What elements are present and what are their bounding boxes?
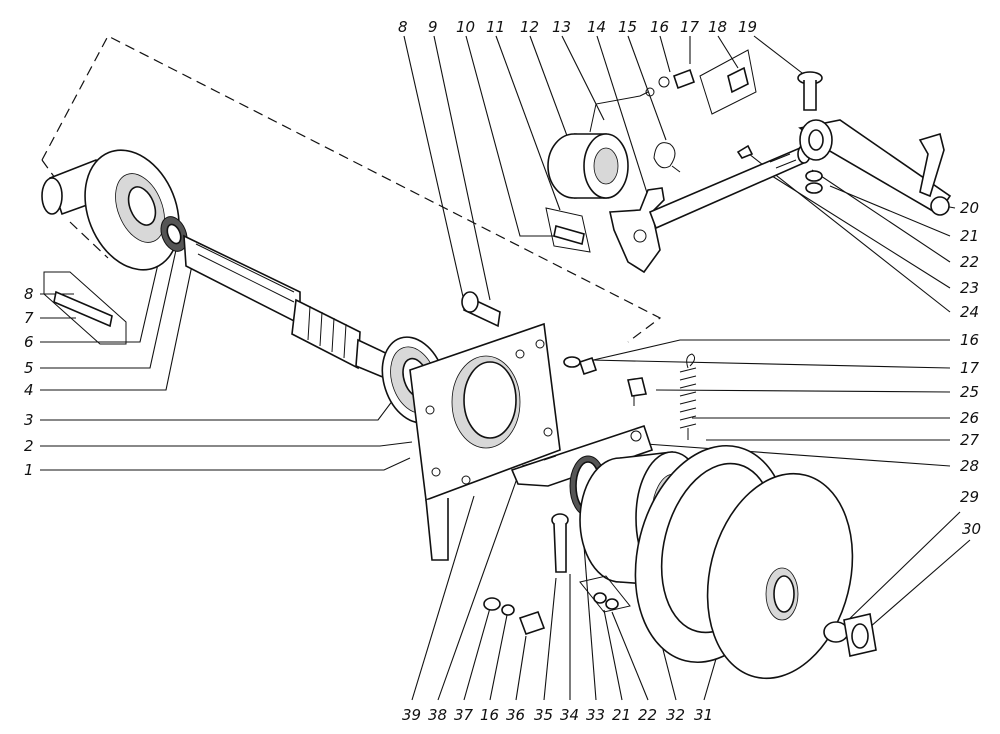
callout-label: 20 <box>960 199 979 217</box>
callout-label: 30 <box>962 520 981 538</box>
callout-label: 36 <box>506 706 525 724</box>
callout-label: 11 <box>486 18 505 36</box>
callout-label: 8 <box>398 18 408 36</box>
bottom-fasteners <box>483 513 631 636</box>
callout-label: 4 <box>24 381 34 399</box>
callout-label: 38 <box>428 706 447 724</box>
callout-label: 14 <box>587 18 606 36</box>
callout-label: 18 <box>708 18 727 36</box>
callout-label: 37 <box>454 706 474 724</box>
callout-label: 28 <box>960 457 979 475</box>
callout-label: 7 <box>24 309 34 327</box>
callout-label: 16 <box>480 706 499 724</box>
callout-label: 32 <box>666 706 685 724</box>
nut-and-washer <box>563 356 598 376</box>
release-fork <box>609 187 665 274</box>
callout-label: 9 <box>428 18 438 36</box>
callout-label: 34 <box>560 706 579 724</box>
callout-label: 2 <box>24 437 34 455</box>
grease-nipple-insert <box>699 49 757 115</box>
grease-pipe <box>589 68 696 133</box>
callout-label: 17 <box>680 18 700 36</box>
spring-clip <box>653 142 681 173</box>
callout-label: 31 <box>694 706 713 724</box>
driven-plate <box>706 472 854 680</box>
callout-labels: 8 9 10 11 12 13 14 15 16 17 18 19 20 21 … <box>24 18 981 724</box>
callout-label: 12 <box>520 18 539 36</box>
return-spring <box>679 353 697 440</box>
callout-label: 1 <box>24 461 34 479</box>
leader-lines <box>40 35 971 701</box>
flanged-shaft-hub <box>41 149 180 271</box>
callout-label: 13 <box>552 18 571 36</box>
callout-label: 3 <box>24 411 34 429</box>
callout-label: 33 <box>586 706 605 724</box>
callout-label: 27 <box>960 431 980 449</box>
callout-label: 22 <box>960 253 979 271</box>
shaft-key <box>736 144 754 159</box>
callout-label: 25 <box>960 383 979 401</box>
splined-input-shaft <box>183 234 393 382</box>
callout-label: 19 <box>738 18 757 36</box>
callout-label: 5 <box>24 359 34 377</box>
housing-bolt <box>461 291 501 328</box>
clutch-pedal-lever <box>798 119 952 216</box>
shaft-seal <box>160 216 188 252</box>
callout-label: 15 <box>618 18 637 36</box>
lever-bolt <box>797 71 823 111</box>
callout-label: 22 <box>638 706 657 724</box>
callout-label: 17 <box>960 359 980 377</box>
callout-label: 24 <box>960 303 979 321</box>
callout-label: 10 <box>456 18 475 36</box>
callout-label: 8 <box>24 285 34 303</box>
fork-bolt-insert <box>545 207 591 253</box>
callout-label: 39 <box>402 706 421 724</box>
grease-fitting <box>627 377 647 406</box>
callout-label: 29 <box>960 488 979 506</box>
callout-label: 21 <box>960 227 979 245</box>
callout-label: 26 <box>960 409 979 427</box>
callout-label: 16 <box>650 18 669 36</box>
lock-washer-and-nut <box>823 613 877 657</box>
insert-pin-detail <box>43 271 127 345</box>
callout-label: 16 <box>960 331 979 349</box>
pressure-bracket <box>510 424 654 487</box>
callout-label: 35 <box>534 706 553 724</box>
callout-label: 6 <box>24 333 34 351</box>
release-bearing <box>547 133 629 199</box>
callout-label: 21 <box>612 706 631 724</box>
lever-washers <box>805 170 823 194</box>
callout-label: 23 <box>960 279 979 297</box>
clutch-housing-plate <box>409 322 561 561</box>
